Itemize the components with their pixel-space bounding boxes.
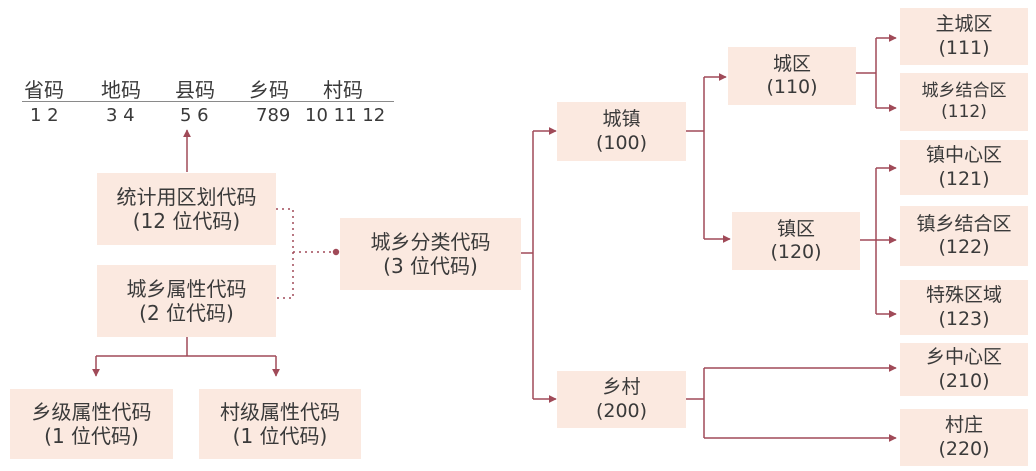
node-town-area-title: 镇区 (776, 217, 815, 240)
header-label-prefecture: 地码 (101, 78, 141, 102)
node-town-title: 城镇 (602, 108, 641, 131)
node-village-attr-code-title: 村级属性代码 (220, 399, 340, 424)
node-special-area-title: 特殊区域 (925, 284, 1002, 307)
node-urban-rural-class-title: 城乡分类代码 (370, 229, 491, 254)
node-main-city-title: 主城区 (935, 13, 993, 36)
node-town-rural-fringe-sub: (122) (938, 236, 990, 258)
node-stat-code: 统计用区划代码 (12 位代码) (97, 173, 276, 245)
node-town-center-sub: (121) (938, 167, 990, 190)
node-rural: 乡村 (200) (557, 371, 686, 428)
node-town-area: 镇区 (120) (732, 212, 860, 270)
node-town-center-title: 镇中心区 (925, 144, 1002, 167)
header-rule (22, 101, 394, 102)
node-rural-title: 乡村 (602, 376, 641, 399)
header-label-village: 村码 (323, 78, 363, 102)
node-stat-code-sub: (12 位代码) (132, 209, 241, 233)
node-town-rural-fringe-title: 镇乡结合区 (916, 212, 1012, 235)
node-city-area-title: 城区 (772, 52, 811, 75)
header-label-province: 省码 (24, 78, 64, 102)
node-town-center: 镇中心区 (121) (900, 140, 1028, 195)
edge-attr-split (96, 337, 276, 357)
header-label-township: 乡码 (249, 78, 289, 102)
dotted-bracket (276, 208, 332, 299)
node-main-city-sub: (111) (938, 36, 990, 59)
node-township-center: 乡中心区 (210) (900, 343, 1028, 396)
junction-dot (332, 248, 340, 256)
edge-city-branch (856, 38, 877, 108)
header-label-county: 县码 (175, 78, 215, 102)
header-digits-village: 10 11 12 (305, 105, 386, 126)
node-city-area: 城区 (110) (728, 47, 856, 105)
header-digits-province: 1 2 (30, 105, 59, 126)
node-village-attr-code: 村级属性代码 (1 位代码) (199, 389, 361, 459)
node-urban-attr-code: 城乡属性代码 (2 位代码) (97, 265, 276, 337)
header-digits-prefecture: 3 4 (106, 105, 135, 126)
node-urban-attr-code-sub: (2 位代码) (139, 301, 234, 325)
header-digits-county: 5 6 (180, 105, 209, 126)
edge-rural-branch (686, 368, 705, 438)
node-stat-code-title: 统计用区划代码 (116, 184, 257, 209)
node-urban-rural-class-sub: (3 位代码) (383, 254, 478, 278)
node-city-area-sub: (110) (766, 76, 818, 98)
node-rural-sub: (200) (595, 399, 648, 422)
node-township-attr-code-title: 乡级属性代码 (31, 399, 152, 424)
node-township-attr-code-sub: (1 位代码) (44, 424, 139, 448)
node-city-rural-fringe-sub: (112) (941, 102, 987, 122)
header-digits-township: 789 (256, 105, 291, 126)
node-main-city: 主城区 (111) (900, 8, 1028, 65)
node-special-area-sub: (123) (938, 307, 990, 330)
node-village-sub: (220) (938, 437, 990, 460)
edge-class-branch (521, 131, 534, 399)
node-township-attr-code: 乡级属性代码 (1 位代码) (10, 389, 173, 459)
node-town-rural-fringe: 镇乡结合区 (122) (900, 206, 1028, 266)
node-township-center-sub: (210) (938, 369, 990, 392)
node-town: 城镇 (100) (557, 102, 686, 161)
node-city-rural-fringe-title: 城乡结合区 (921, 81, 1007, 102)
node-township-center-title: 乡中心区 (925, 346, 1002, 369)
node-urban-rural-class: 城乡分类代码 (3 位代码) (340, 218, 521, 290)
edge-town-branch (686, 77, 705, 239)
node-village: 村庄 (220) (900, 409, 1028, 466)
node-village-attr-code-sub: (1 位代码) (232, 424, 328, 448)
node-town-sub: (100) (595, 131, 648, 154)
node-special-area: 特殊区域 (123) (900, 280, 1028, 335)
node-town-area-sub: (120) (770, 241, 822, 263)
node-village-title: 村庄 (944, 414, 983, 437)
node-city-rural-fringe: 城乡结合区 (112) (900, 73, 1028, 131)
edge-townarea-branch (860, 168, 877, 314)
node-urban-attr-code-title: 城乡属性代码 (126, 276, 247, 301)
